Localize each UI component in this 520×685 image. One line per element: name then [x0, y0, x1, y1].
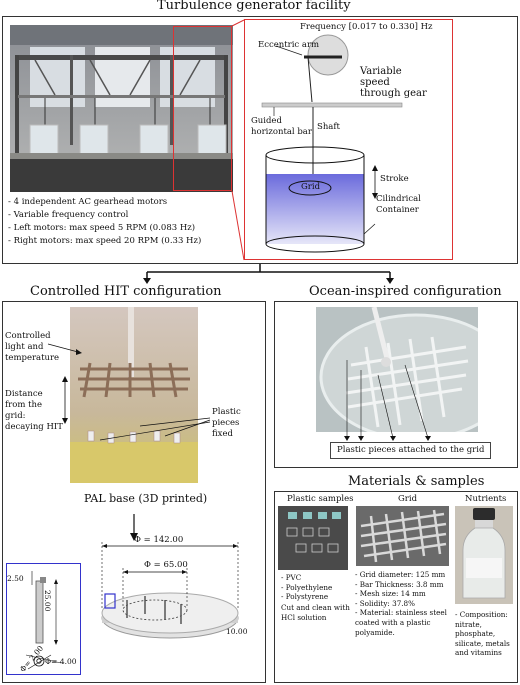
nutrients-bottle-photo [455, 506, 513, 604]
grid-photo [356, 506, 449, 566]
materials-title: Materials & samples [348, 474, 485, 489]
dim-250: 2.50 [7, 574, 24, 583]
label-frequency: Frequency [0.017 to 0.330] Hz [300, 22, 433, 32]
container-line-1: Cilindrical [376, 194, 421, 204]
plastic-note-line-2: HCl solution [281, 612, 327, 622]
container-line-2: Container [376, 205, 419, 215]
speed-line: speed [360, 77, 390, 88]
guided-line: Guided [251, 116, 282, 126]
gear-line: through gear [360, 88, 427, 99]
ocean-photo [316, 307, 478, 432]
plastic-item-pvc: PVC [281, 573, 332, 583]
photo-highlight-box [173, 26, 232, 191]
label-shaft: Shaft [317, 122, 340, 132]
schematic-panel [244, 19, 453, 260]
dim-phi65: Φ = 65.00 [144, 560, 188, 570]
label-plastic-fixed: Plastic pieces fixed [212, 407, 241, 440]
light-line-3: temperature [5, 353, 60, 363]
nutrients-header: Nutrients [465, 494, 507, 504]
grid-item-material: Material: stainless steel coated with a … [355, 608, 455, 637]
plastic-item-ps: Polystyrene [281, 592, 332, 602]
variable-line: Variable [360, 66, 402, 77]
nutrients-item-composition: Composition: nitrate, phosphate, silicat… [455, 610, 517, 658]
hit-photo [70, 307, 198, 483]
bar-line: horizontal bar [251, 127, 312, 137]
facility-photo [10, 25, 233, 192]
facility-title: Turbulence generator facility [157, 0, 351, 13]
grid-item-mesh: Mesh size: 14 mm [355, 589, 455, 599]
hit-title: Controlled HIT configuration [30, 284, 222, 299]
distance-line-1: Distance [5, 389, 43, 399]
label-container: Cilindrical Container [376, 194, 421, 216]
plastic-samples-photo [278, 506, 348, 570]
ocean-title: Ocean-inspired configuration [309, 284, 502, 299]
plastic-note: Cut and clean with HCl solution [281, 603, 350, 622]
pal-base-label: PAL base (3D printed) [84, 492, 208, 505]
label-stroke: Stroke [380, 174, 409, 184]
bullet-left: Left motors: max speed 5 RPM (0.083 Hz) [8, 222, 201, 235]
label-grid: Grid [301, 182, 321, 192]
dim-h10: 10.00 [226, 627, 248, 636]
label-light: Controlled light and temperature [5, 331, 59, 364]
pal-base-drawing [101, 542, 239, 639]
distance-line-2: from the [5, 400, 43, 410]
ocean-caption: Plastic pieces attached to the grid [330, 442, 492, 459]
grid-item-solidity: Solidity: 37.8% [355, 599, 455, 609]
nutrients-list: Composition: nitrate, phosphate, silicat… [455, 610, 517, 658]
bullet-right: Right motors: max speed 20 RPM (0.33 Hz) [8, 235, 202, 248]
grid-item-thickness: Bar Thickness: 3.8 mm [355, 580, 455, 590]
materials-panel [274, 491, 518, 683]
bullet-motors: 4 independent AC gearhead motors [8, 196, 201, 209]
facility-panel [2, 16, 518, 264]
plastic-note-line-1: Cut and clean with [281, 603, 350, 612]
grid-header: Grid [398, 494, 418, 504]
pin-detail-box [6, 563, 81, 675]
ocean-panel [274, 301, 518, 468]
facility-bullets: 4 independent AC gearhead motors Variabl… [8, 196, 202, 248]
plastic-item-pe: Polyethylene [281, 583, 333, 593]
label-eccentric-arm: Eccentric arm [258, 40, 320, 50]
plastic-line-2: pieces [212, 418, 240, 428]
label-guided-bar: Guided horizontal bar [251, 116, 312, 138]
pin-detail-drawing [25, 571, 62, 670]
grid-item-diameter: Grid diameter: 125 mm [355, 570, 455, 580]
plastic-header: Plastic samples [287, 494, 354, 504]
light-line-2: light and [5, 342, 44, 352]
plastic-line-3: fixed [212, 429, 233, 439]
dim-400: Φ= 4.00 [45, 657, 77, 666]
light-line-1: Controlled [5, 331, 51, 341]
bullet-frequency: Variable frequency control [8, 209, 201, 222]
distance-line-4: decaying HIT [5, 422, 63, 432]
distance-line-3: grid: [5, 411, 26, 421]
schematic-drawing [261, 34, 403, 253]
hit-panel [2, 301, 266, 683]
label-variable-speed: Variable speed through gear [360, 66, 427, 99]
dim-phi142: Φ = 142.00 [134, 535, 184, 545]
label-distance: Distance from the grid: decaying HIT [5, 389, 63, 433]
grid-list: Grid diameter: 125 mm Bar Thickness: 3.8… [355, 570, 455, 637]
plastic-list: PVC Polyethylene Polystyrene [281, 573, 333, 602]
plastic-line-1: Plastic [212, 407, 241, 417]
